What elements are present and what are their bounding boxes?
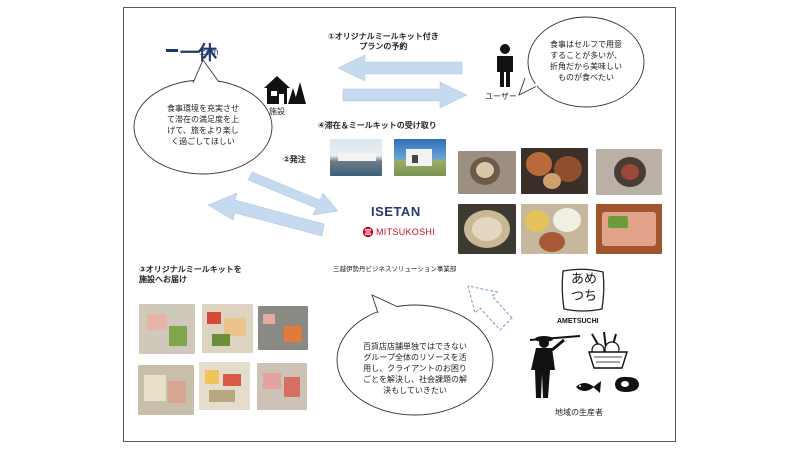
step1-label: ①オリジナルミールキット付き プランの予約 — [328, 32, 439, 51]
arrow-delivery — [207, 192, 325, 237]
fish-icon — [576, 381, 601, 393]
user-bubble-shape — [518, 16, 645, 108]
ametsuchi-logo-name: AMETSUCHI — [557, 318, 599, 325]
mitsukoshi-emblem-icon — [362, 226, 374, 238]
producers-label: 地域の生産者 — [555, 408, 603, 417]
ikkyu-logo-suffix: .com — [199, 47, 219, 57]
meal-photo-2 — [521, 148, 588, 194]
isetan-logo: ISETAN — [371, 204, 421, 219]
meal-photo-6 — [596, 204, 662, 254]
facility-bubble-shape — [133, 59, 273, 175]
user-bubble-text: 食事はセルフで用意 することが多いが、 折角だから美味しい ものが食べたい — [550, 40, 622, 82]
meal-photo-1 — [458, 151, 516, 194]
ikkyu-logo-brand: 一休 — [180, 42, 217, 64]
meal-photo-3 — [596, 149, 662, 195]
person-icon — [497, 44, 513, 87]
arrow-stay — [342, 81, 468, 109]
facility-label: 施設 — [269, 107, 285, 116]
arrow-order — [247, 171, 339, 216]
kit-photo-3 — [258, 306, 308, 350]
facility-photo-pool — [330, 139, 382, 176]
step3-label: ③オリジナルミールキットを 施設へお届け — [139, 265, 242, 284]
company-bubble-shape — [336, 294, 494, 416]
meal-photo-5 — [521, 204, 588, 254]
meat-icon — [615, 376, 639, 392]
meal-photo-4 — [458, 204, 516, 254]
kit-photo-1 — [139, 304, 195, 354]
vegetable-basket-icon — [588, 331, 628, 369]
farmer-icon — [529, 335, 581, 398]
arrow-booking — [337, 54, 463, 82]
ametsuchi-logo-frame — [561, 268, 605, 312]
arrow-producer-supply — [467, 285, 513, 331]
user-label: ユーザー — [485, 92, 517, 101]
kit-photo-6 — [257, 363, 307, 410]
kit-photo-5 — [199, 362, 250, 410]
company-label: 三越伊勢丹ビジネスソリューション事業部 — [333, 265, 457, 273]
step2-label: ②発注 — [283, 155, 306, 164]
kit-photo-2 — [202, 304, 253, 353]
house-icon — [264, 76, 306, 104]
step4-label: ④滞在＆ミールキットの受け取り — [318, 121, 437, 130]
company-bubble-text: 百貨店店舗単独ではできない グループ全体のリソースを活 用し、クライアントのお困… — [363, 342, 467, 395]
facility-photo-villa — [394, 139, 446, 176]
facility-bubble-text: 食事環境を充実させ て滞在の満足度を上 げて、旅をより楽し く過ごしてほしい — [167, 104, 239, 146]
mitsukoshi-logo: MITSUKOSHI — [376, 227, 436, 237]
ametsuchi-logo-mark: あめ つち — [570, 272, 597, 304]
ikkyu-logo-bar — [166, 49, 178, 52]
kit-photo-4 — [138, 365, 194, 415]
